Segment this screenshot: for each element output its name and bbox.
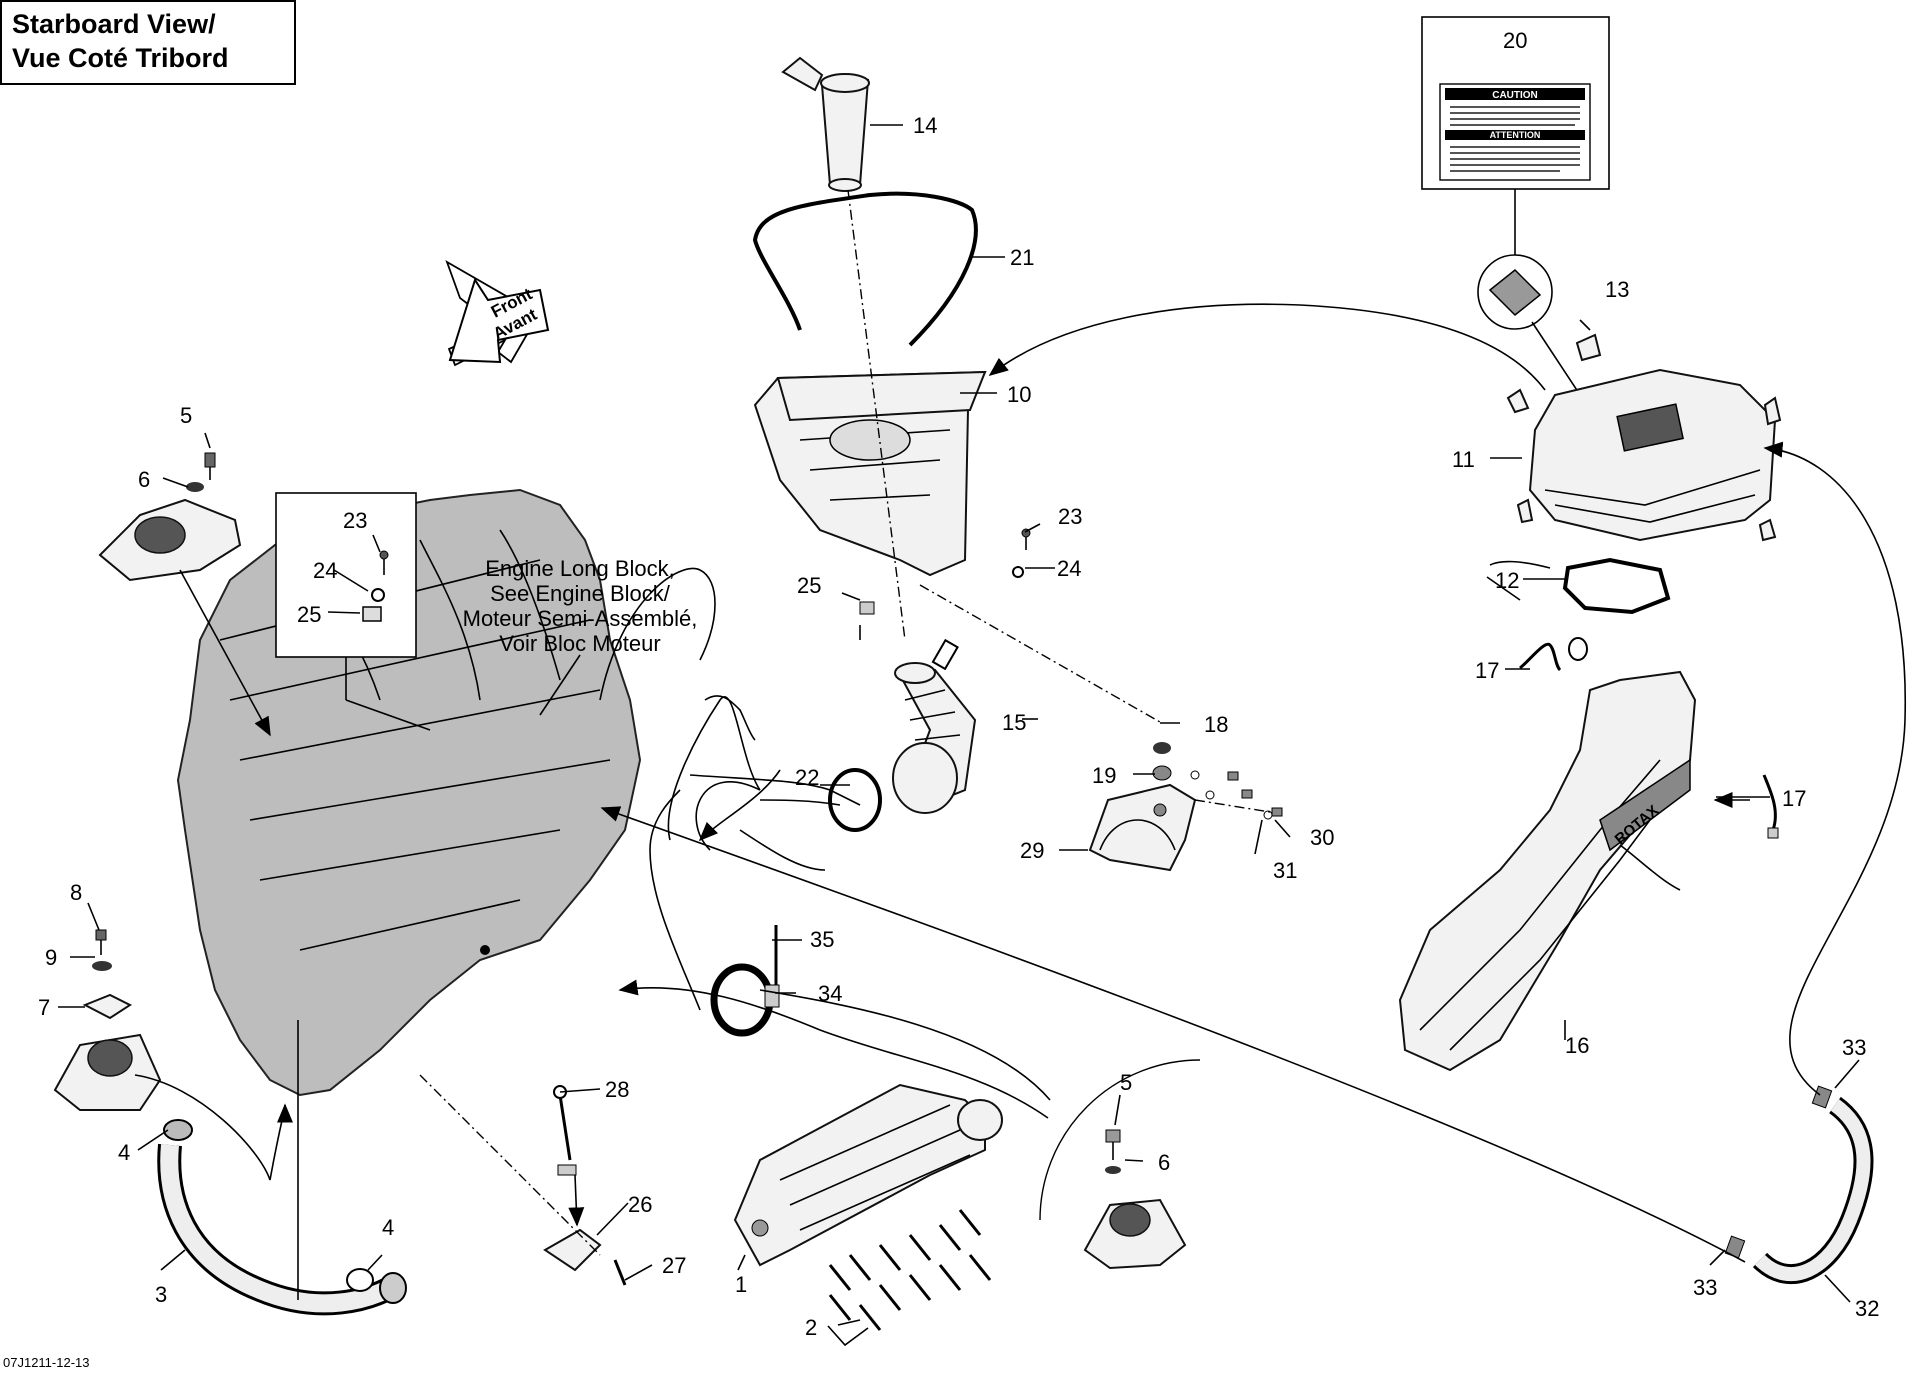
callout-3: 3 bbox=[155, 1282, 167, 1307]
title-line-1: Starboard View/ bbox=[12, 9, 216, 39]
callout-28: 28 bbox=[605, 1077, 629, 1102]
callout-10: 10 bbox=[1007, 382, 1031, 407]
callout-32: 32 bbox=[1855, 1296, 1879, 1321]
callout-26: 26 bbox=[628, 1192, 652, 1217]
callout-14: 14 bbox=[913, 113, 937, 138]
callout-13: 13 bbox=[1605, 277, 1629, 302]
engine-note-line-4: Voir Bloc Moteur bbox=[499, 631, 660, 656]
callout-34: 34 bbox=[818, 981, 842, 1006]
callout-7: 7 bbox=[38, 995, 50, 1020]
callout-8: 8 bbox=[70, 880, 82, 905]
callout-5-right: 5 bbox=[1120, 1070, 1132, 1095]
retaining-rod bbox=[752, 191, 978, 347]
intake-silencer: ROTAX bbox=[1398, 637, 1779, 1072]
manifold-screws bbox=[828, 1209, 992, 1331]
title-box: Starboard View/ Vue Coté Tribord bbox=[0, 0, 296, 85]
callout-12: 12 bbox=[1495, 568, 1519, 593]
callout-4-left: 4 bbox=[118, 1140, 130, 1165]
callout-24-kit: 24 bbox=[313, 558, 337, 583]
callout-22: 22 bbox=[795, 765, 819, 790]
callout-23-airbox: 23 bbox=[1058, 504, 1082, 529]
engine-note-line-2: See Engine Block/ bbox=[490, 581, 671, 606]
decal-heading-attention: ATTENTION bbox=[1490, 130, 1541, 140]
callout-6-left: 6 bbox=[138, 467, 150, 492]
callout-2: 2 bbox=[805, 1315, 817, 1340]
title-line-2: Vue Coté Tribord bbox=[12, 43, 229, 73]
callout-29: 29 bbox=[1020, 838, 1044, 863]
callout-27: 27 bbox=[662, 1253, 686, 1278]
cover-gasket bbox=[1562, 557, 1671, 615]
air-intake-tube bbox=[781, 56, 870, 192]
callout-16: 16 bbox=[1565, 1033, 1589, 1058]
callout-25-kit: 25 bbox=[297, 602, 321, 627]
front-direction-arrow: Front Avant bbox=[445, 259, 550, 367]
engine-note: Engine Long Block, See Engine Block/ Mot… bbox=[463, 556, 698, 716]
callout-17-right: 17 bbox=[1782, 786, 1806, 811]
callout-33-top: 33 bbox=[1842, 1035, 1866, 1060]
warning-decal: CAUTION ATTENTION bbox=[1421, 16, 1610, 411]
callout-18: 18 bbox=[1204, 712, 1228, 737]
callout-numbers: 1 2 3 4 4 5 5 6 6 7 8 9 10 11 12 13 14 1… bbox=[38, 28, 1879, 1340]
callout-15: 15 bbox=[1002, 710, 1026, 735]
intake-boot bbox=[892, 638, 977, 814]
dipstick-assembly bbox=[419, 1074, 627, 1286]
mount-bracket bbox=[1088, 742, 1283, 872]
callout-23-kit: 23 bbox=[343, 508, 367, 533]
callout-35: 35 bbox=[810, 927, 834, 952]
engine-mount-rear bbox=[53, 929, 293, 1181]
callout-4-right: 4 bbox=[382, 1215, 394, 1240]
engine-note-line-1: Engine Long Block, bbox=[485, 556, 675, 581]
callout-30: 30 bbox=[1310, 825, 1334, 850]
callout-11: 11 bbox=[1452, 447, 1475, 472]
callout-9: 9 bbox=[45, 945, 57, 970]
hose-assembly bbox=[157, 1020, 407, 1316]
exhaust-clamp bbox=[710, 925, 780, 1037]
callout-6-right: 6 bbox=[1158, 1150, 1170, 1175]
callout-1: 1 bbox=[735, 1272, 747, 1297]
callout-5-left: 5 bbox=[180, 403, 192, 428]
air-box-cover bbox=[1506, 333, 1782, 542]
callout-17-left: 17 bbox=[1475, 658, 1499, 683]
engine-mount-front bbox=[98, 452, 271, 737]
callout-24-airbox: 24 bbox=[1057, 556, 1081, 581]
fastener-kit-box bbox=[275, 492, 431, 731]
engine-note-line-3: Moteur Semi-Assemblé, bbox=[463, 606, 698, 631]
callout-33-bottom: 33 bbox=[1693, 1275, 1717, 1300]
callout-21: 21 bbox=[1010, 245, 1034, 270]
exhaust-manifold bbox=[733, 1083, 1003, 1331]
airbox-fasteners bbox=[859, 528, 1161, 723]
assembly-leaders bbox=[599, 189, 1906, 1263]
air-box bbox=[753, 370, 987, 577]
callout-20: 20 bbox=[1503, 28, 1527, 53]
callout-31: 31 bbox=[1273, 858, 1297, 883]
drawing-code: 07J1211-12-13 bbox=[3, 1355, 90, 1370]
engine-mount-detail bbox=[1039, 1059, 1201, 1270]
callout-leaders bbox=[58, 124, 1860, 1347]
callout-19: 19 bbox=[1092, 763, 1116, 788]
decal-heading-caution: CAUTION bbox=[1492, 90, 1538, 101]
intake-clamp bbox=[828, 768, 882, 832]
drain-hose bbox=[1724, 1085, 1874, 1285]
callout-25-airbox: 25 bbox=[797, 573, 821, 598]
